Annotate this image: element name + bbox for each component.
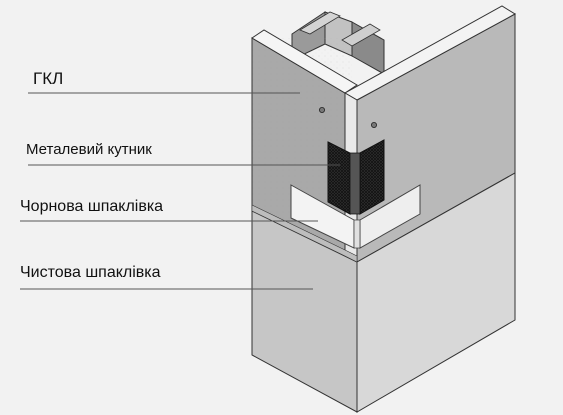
rough-putty-layer bbox=[290, 184, 421, 249]
gkl-left-top-edge bbox=[251, 29, 358, 94]
finish-putty-layer bbox=[251, 172, 516, 413]
label-finish-putty: Чистова шпаклівка bbox=[20, 264, 161, 281]
label-metal-corner: Металевий кутник bbox=[26, 141, 152, 158]
metal-corner-bead bbox=[327, 139, 385, 215]
label-rough-putty: Чорнова шпаклівка bbox=[20, 198, 164, 215]
screw-left bbox=[318, 107, 325, 114]
label-gkl: ГКЛ bbox=[33, 69, 64, 88]
screw-right bbox=[370, 122, 377, 129]
